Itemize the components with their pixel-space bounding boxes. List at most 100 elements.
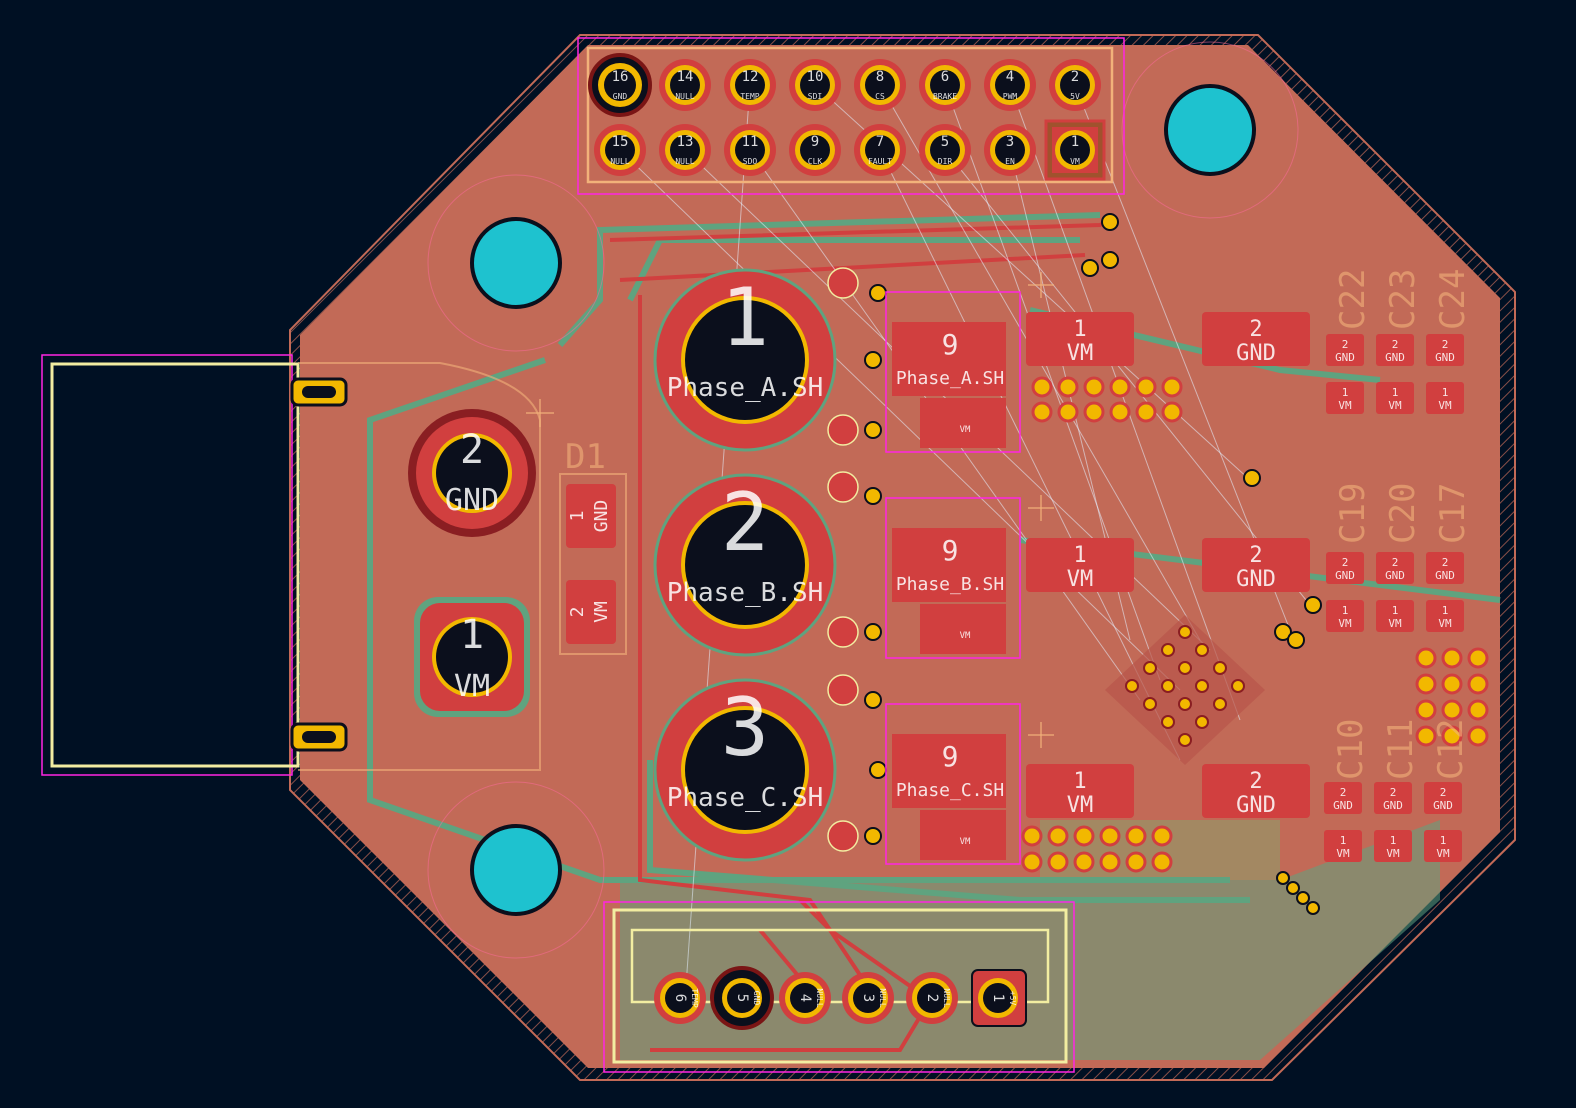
- svg-text:D1: D1: [565, 437, 606, 477]
- svg-text:9: 9: [811, 134, 819, 150]
- header-pin[interactable]: 7 FAULT: [854, 124, 906, 176]
- diode-pad-1: [566, 484, 616, 548]
- header-pin[interactable]: 11 SDO: [724, 124, 776, 176]
- svg-text:VM: VM: [1067, 341, 1094, 366]
- power-pad-gnd[interactable]: 2 GND: [408, 409, 536, 537]
- header-pin[interactable]: 10 SDI: [789, 59, 841, 111]
- svg-text:3: 3: [721, 681, 769, 774]
- svg-text:2: 2: [721, 476, 769, 569]
- svg-text:2: 2: [1392, 556, 1399, 569]
- cap-group-top[interactable]: C22 C23 C24 2 GND 2 GND 2 GND 1 VM 1 VM …: [1326, 269, 1473, 414]
- phase-pad-a[interactable]: 1 Phase_A.SH: [653, 268, 837, 452]
- ic-footprint[interactable]: [1105, 615, 1265, 765]
- svg-text:VM: VM: [960, 631, 971, 641]
- header-pin[interactable]: 9 CLK: [789, 124, 841, 176]
- bulk-cap-c[interactable]: 1 VM 2 GND: [1026, 764, 1310, 818]
- svg-text:7: 7: [876, 134, 884, 150]
- header-pin[interactable]: 13 NULL: [659, 124, 711, 176]
- svg-text:9: 9: [942, 328, 959, 361]
- fet-phase-b[interactable]: 9 Phase_B.SH VM: [885, 497, 1021, 659]
- bottom-pin[interactable]: 6 TEMP: [654, 972, 706, 1024]
- header-pin-square[interactable]: 1 VM: [1044, 119, 1106, 181]
- svg-text:5V: 5V: [1070, 92, 1080, 101]
- svg-text:1: 1: [721, 271, 769, 364]
- svg-text:GND: GND: [1385, 351, 1405, 364]
- svg-text:2: 2: [1442, 556, 1449, 569]
- via-array: [1021, 376, 1489, 873]
- svg-text:5: 5: [941, 134, 949, 150]
- svg-text:C24: C24: [1433, 269, 1473, 330]
- header-pin[interactable]: 12 TEMP: [724, 59, 776, 111]
- diode-pad-2: [566, 580, 616, 644]
- svg-text:2: 2: [1440, 786, 1447, 799]
- header-pin[interactable]: 3 EN: [984, 124, 1036, 176]
- svg-text:1: 1: [1073, 543, 1086, 568]
- svg-text:VM: VM: [960, 837, 971, 847]
- cap-group-bottom[interactable]: C10 C11 C12 2 GND 2 GND 2 GND 1 VM 1 VM …: [1324, 719, 1471, 862]
- bottom-pin-square[interactable]: 1 +5V: [971, 969, 1027, 1027]
- svg-text:GND: GND: [1385, 569, 1405, 582]
- svg-text:C23: C23: [1383, 269, 1423, 330]
- svg-text:NULL: NULL: [675, 92, 694, 101]
- fet-phase-a[interactable]: 9 Phase_A.SH VM: [885, 291, 1021, 453]
- svg-text:1: 1: [990, 994, 1006, 1002]
- bottom-pin[interactable]: 4 NULL: [779, 972, 831, 1024]
- bottom-pin[interactable]: 2 NULL: [906, 972, 958, 1024]
- svg-text:12: 12: [742, 69, 759, 85]
- svg-text:VM: VM: [1338, 399, 1352, 412]
- svg-text:1: 1: [1440, 834, 1447, 847]
- svg-text:Phase_A.SH: Phase_A.SH: [667, 373, 824, 403]
- svg-text:1: 1: [1390, 834, 1397, 847]
- svg-text:1: 1: [1342, 386, 1349, 399]
- svg-text:1: 1: [1340, 834, 1347, 847]
- svg-text:GND: GND: [1383, 799, 1403, 812]
- svg-text:SDI: SDI: [808, 92, 823, 101]
- svg-text:6: 6: [672, 994, 688, 1002]
- header-pin[interactable]: 16 GND: [588, 53, 652, 117]
- cap-group-middle[interactable]: C19 C20 C17 2 GND 2 GND 2 GND 1 VM 1 VM …: [1326, 483, 1473, 632]
- svg-text:CLK: CLK: [808, 157, 823, 166]
- svg-text:NULL: NULL: [815, 988, 824, 1007]
- svg-text:4: 4: [797, 994, 813, 1002]
- phase-pad-b[interactable]: 2 Phase_B.SH: [653, 473, 837, 657]
- svg-text:GND: GND: [613, 92, 628, 101]
- svg-text:1: 1: [1442, 386, 1449, 399]
- svg-text:C20: C20: [1383, 483, 1423, 544]
- svg-text:PWM: PWM: [1003, 92, 1018, 101]
- svg-text:NULL: NULL: [610, 157, 629, 166]
- fet-phase-c[interactable]: 9 Phase_C.SH VM: [885, 703, 1021, 865]
- bulk-cap-a[interactable]: 1 VM 2 GND: [1026, 312, 1310, 366]
- header-pin[interactable]: 8 CS: [854, 59, 906, 111]
- svg-text:VM: VM: [1388, 399, 1402, 412]
- svg-text:2: 2: [1342, 338, 1349, 351]
- power-pad-vm[interactable]: 1 VM: [414, 597, 530, 717]
- svg-text:VM: VM: [454, 669, 490, 704]
- svg-text:C19: C19: [1333, 483, 1373, 544]
- header-pin[interactable]: 6 BRAKE: [919, 59, 971, 111]
- svg-text:Phase_A.SH: Phase_A.SH: [896, 368, 1004, 389]
- svg-text:+5V: +5V: [1008, 991, 1017, 1006]
- bottom-pin[interactable]: 3 NULL: [842, 972, 894, 1024]
- bulk-cap-b[interactable]: 1 VM 2 GND: [1026, 538, 1310, 592]
- bottom-connector: [603, 901, 1075, 1073]
- header-pin[interactable]: 4 PWM: [984, 59, 1036, 111]
- svg-text:VM: VM: [591, 601, 612, 623]
- svg-text:VM: VM: [1067, 567, 1094, 592]
- header-pin[interactable]: 2 5V: [1049, 59, 1101, 111]
- phase-pad-c[interactable]: 3 Phase_C.SH: [653, 678, 837, 862]
- svg-text:VM: VM: [1438, 617, 1452, 630]
- svg-text:Phase_B.SH: Phase_B.SH: [896, 574, 1004, 595]
- svg-text:2: 2: [1340, 786, 1347, 799]
- header-pin[interactable]: 15 NULL: [594, 124, 646, 176]
- svg-text:C12: C12: [1431, 719, 1471, 780]
- diode-d1[interactable]: D1 1 GND 2 VM: [559, 437, 627, 655]
- test-points: [827, 213, 1322, 915]
- header-pin[interactable]: 14 NULL: [659, 59, 711, 111]
- bottom-pin[interactable]: 5 GND: [710, 966, 774, 1030]
- svg-text:C22: C22: [1333, 269, 1373, 330]
- svg-text:5: 5: [734, 994, 750, 1002]
- svg-text:C17: C17: [1433, 483, 1473, 544]
- svg-text:2: 2: [924, 994, 940, 1002]
- header-pin[interactable]: 5 DIR: [919, 124, 971, 176]
